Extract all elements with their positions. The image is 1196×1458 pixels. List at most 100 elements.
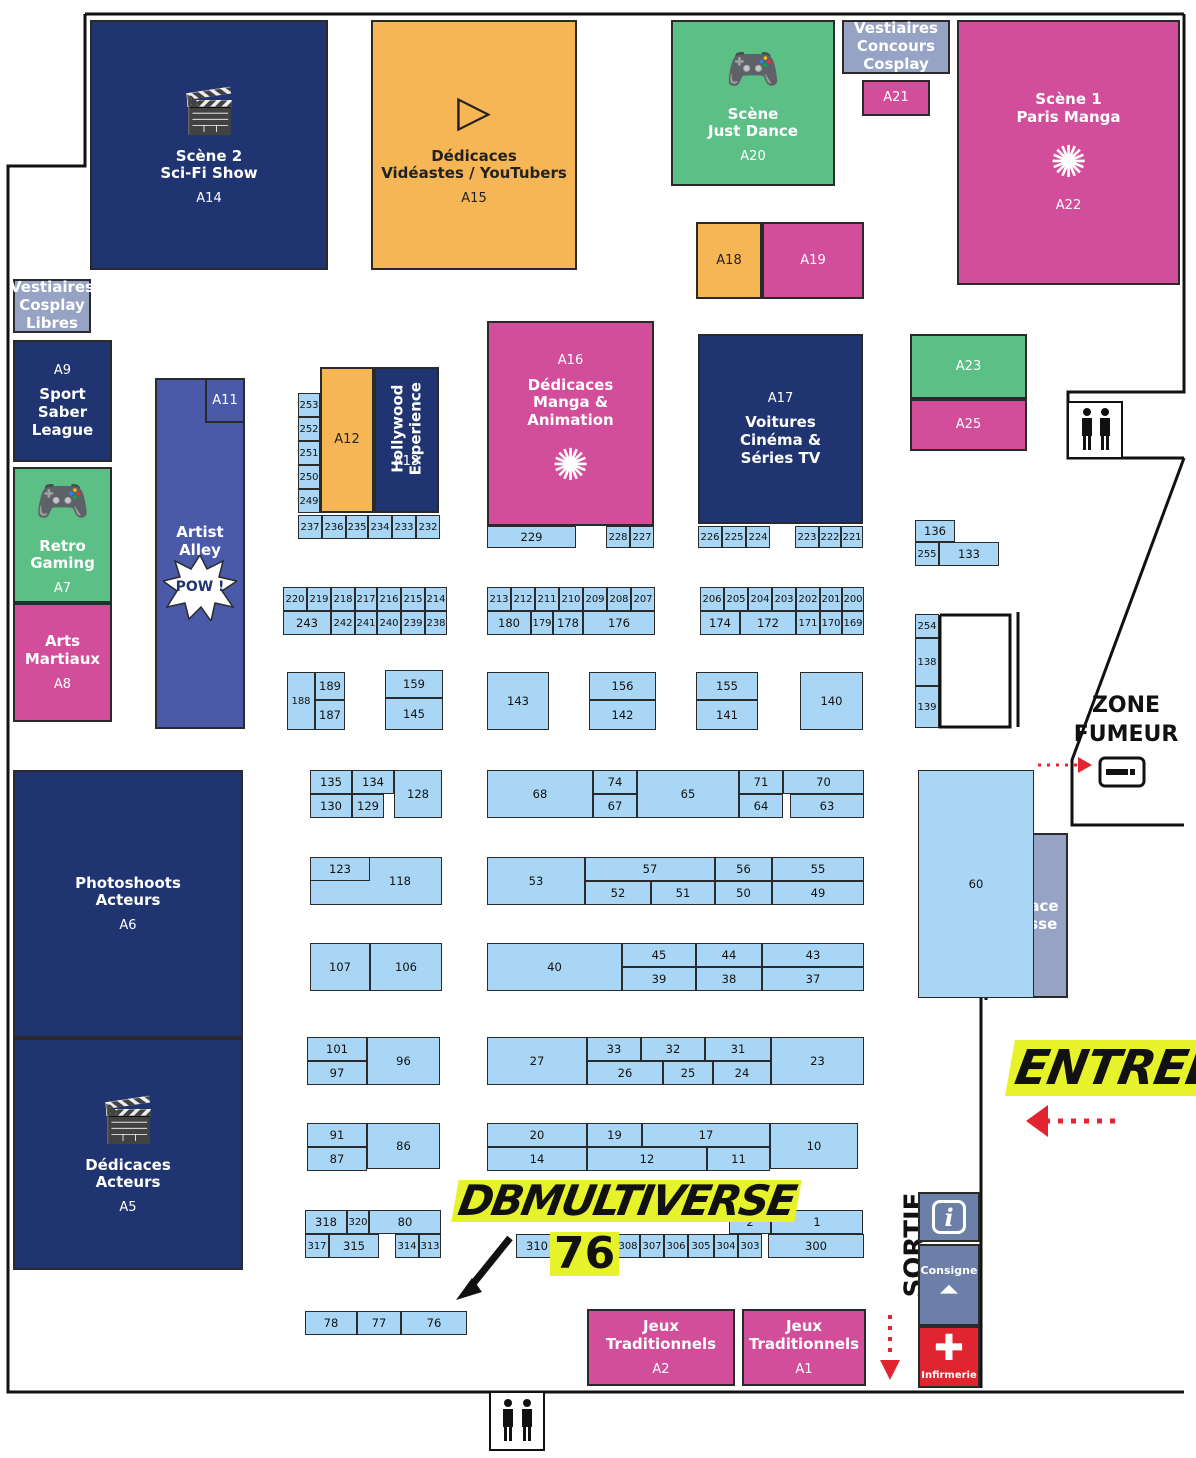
stand-300[interactable]: 300: [768, 1234, 864, 1258]
stand-156[interactable]: 156: [589, 672, 656, 700]
stand-236[interactable]: 236: [322, 515, 346, 539]
stand-234[interactable]: 234: [368, 515, 392, 539]
stand-171[interactable]: 171: [796, 611, 820, 635]
stand-101[interactable]: 101: [307, 1037, 367, 1061]
stand-33[interactable]: 33: [587, 1037, 641, 1061]
stand-159[interactable]: 159: [385, 670, 443, 698]
stand-214[interactable]: 214: [425, 587, 447, 611]
stand-216[interactable]: 216: [377, 587, 401, 611]
stand-57[interactable]: 57: [585, 857, 715, 881]
stand-38[interactable]: 38: [696, 967, 762, 991]
stand-129[interactable]: 129: [352, 794, 384, 818]
stand-170[interactable]: 170: [820, 611, 842, 635]
stand-251[interactable]: 251: [298, 441, 320, 465]
stand-106[interactable]: 106: [370, 943, 442, 991]
stand-233[interactable]: 233: [392, 515, 416, 539]
stand-145[interactable]: 145: [385, 698, 443, 730]
stand-63[interactable]: 63: [790, 794, 864, 818]
stand-143[interactable]: 143: [487, 672, 549, 730]
stand-52[interactable]: 52: [585, 881, 651, 905]
stand-44[interactable]: 44: [696, 943, 762, 967]
stand-24[interactable]: 24: [713, 1061, 771, 1085]
stand-53[interactable]: 53: [487, 857, 585, 905]
stand-180[interactable]: 180: [487, 611, 531, 635]
stand-23[interactable]: 23: [771, 1037, 864, 1085]
stand-172[interactable]: 172: [740, 611, 796, 635]
stand-70[interactable]: 70: [783, 770, 864, 794]
stand-87[interactable]: 87: [307, 1147, 367, 1171]
stand-240[interactable]: 240: [377, 611, 401, 635]
stand-139[interactable]: 139: [915, 686, 939, 728]
stand-128[interactable]: 128: [394, 770, 442, 818]
stand-68[interactable]: 68: [487, 770, 593, 818]
stand-10[interactable]: 10: [770, 1123, 858, 1169]
stand-304[interactable]: 304: [714, 1234, 738, 1258]
stand-203[interactable]: 203: [772, 587, 796, 611]
stand-243[interactable]: 243: [283, 611, 331, 635]
stand-314[interactable]: 314: [395, 1234, 419, 1258]
stand-91[interactable]: 91: [307, 1123, 367, 1147]
stand-67[interactable]: 67: [593, 794, 637, 818]
stand-205[interactable]: 205: [724, 587, 748, 611]
stand-250[interactable]: 250: [298, 465, 320, 489]
stand-14[interactable]: 14: [487, 1147, 587, 1171]
stand-51[interactable]: 51: [651, 881, 715, 905]
consigne[interactable]: Consigne ⏶: [918, 1244, 980, 1326]
stand-25[interactable]: 25: [663, 1061, 713, 1085]
stand-135[interactable]: 135: [310, 770, 352, 794]
stand-39[interactable]: 39: [622, 967, 696, 991]
zone-a23[interactable]: A23: [910, 334, 1027, 399]
stand-218[interactable]: 218: [331, 587, 355, 611]
stand-308[interactable]: 308: [616, 1234, 640, 1258]
zone-a21[interactable]: A21: [862, 80, 930, 116]
stand-201[interactable]: 201: [820, 587, 842, 611]
stand-45[interactable]: 45: [622, 943, 696, 967]
stand-77[interactable]: 77: [357, 1311, 401, 1335]
stand-80[interactable]: 80: [369, 1210, 441, 1234]
stand-169[interactable]: 169: [842, 611, 864, 635]
stand-202[interactable]: 202: [796, 587, 820, 611]
stand-55[interactable]: 55: [772, 857, 864, 881]
zone-a19[interactable]: A19: [762, 222, 864, 299]
stand-317[interactable]: 317: [305, 1234, 329, 1258]
stand-189[interactable]: 189: [315, 672, 345, 700]
stand-215[interactable]: 215: [401, 587, 425, 611]
stand-56[interactable]: 56: [715, 857, 772, 881]
stand-26[interactable]: 26: [587, 1061, 663, 1085]
stand-40[interactable]: 40: [487, 943, 622, 991]
stand-320[interactable]: 320: [347, 1210, 369, 1234]
stand-178[interactable]: 178: [553, 611, 583, 635]
stand-188[interactable]: 188: [287, 672, 315, 730]
stand-209[interactable]: 209: [583, 587, 607, 611]
stand-306[interactable]: 306: [664, 1234, 688, 1258]
stand-32[interactable]: 32: [641, 1037, 705, 1061]
stand-235[interactable]: 235: [346, 515, 368, 539]
stand-252[interactable]: 252: [298, 417, 320, 441]
stand-97[interactable]: 97: [307, 1061, 367, 1085]
stand-96[interactable]: 96: [367, 1037, 440, 1085]
zone-a18[interactable]: A18: [696, 222, 762, 299]
stand-133[interactable]: 133: [939, 542, 999, 566]
zone-a10[interactable]: Artist AlleyA10: [155, 378, 245, 729]
stand-242[interactable]: 242: [331, 611, 355, 635]
stand-37[interactable]: 37: [762, 967, 864, 991]
stand-1[interactable]: 1: [771, 1210, 863, 1234]
stand-212[interactable]: 212: [511, 587, 535, 611]
stand-223[interactable]: 223: [795, 526, 819, 548]
zone-vest-libres[interactable]: Vestiaires Cosplay Libres: [10, 279, 94, 333]
stand-64[interactable]: 64: [739, 794, 783, 818]
stand-254[interactable]: 254: [915, 614, 939, 638]
stand-210[interactable]: 210: [559, 587, 583, 611]
info-point[interactable]: i: [918, 1192, 980, 1242]
stand-211[interactable]: 211: [535, 587, 559, 611]
stand-138[interactable]: 138: [915, 638, 939, 686]
stand-141[interactable]: 141: [696, 700, 758, 730]
